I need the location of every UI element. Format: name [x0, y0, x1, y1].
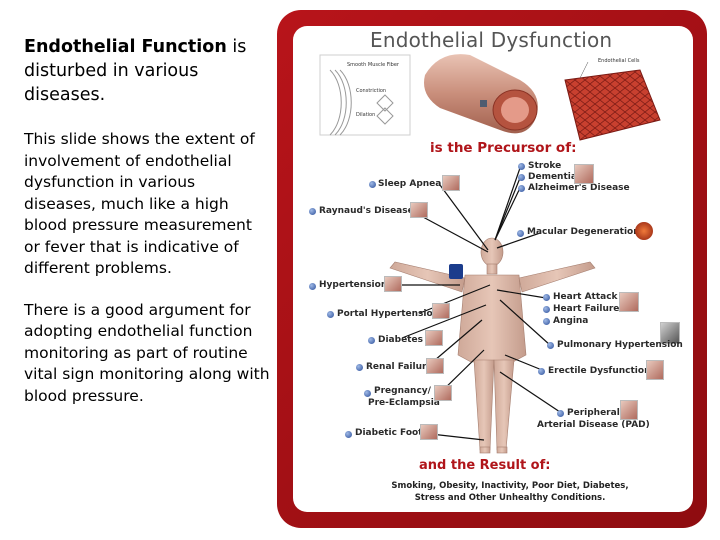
portal-hypertension-thumb [432, 303, 450, 319]
sleep-apnea-thumb [442, 175, 460, 191]
result-line-2: Stress and Other Unhealthy Conditions. [414, 493, 606, 503]
renal-failure-dot [356, 364, 363, 371]
label-pregnancy: Pregnancy/ [374, 386, 431, 396]
heart-attack-dot [543, 294, 550, 301]
label-heart-failure: Heart Failure [553, 304, 620, 314]
label-heart-attack: Heart Attack [553, 292, 618, 302]
slide-text: Endothelial Function is disturbed in var… [24, 35, 270, 427]
smooth-muscle-label: Smooth Muscle Fiber [347, 62, 399, 68]
blood-pressure-cuff [449, 264, 463, 279]
dementia-dot [518, 174, 525, 181]
label-renal-failure: Renal Failure [366, 362, 433, 372]
label-erectile: Erectile Dysfunction [548, 366, 651, 376]
precursor-heading: is the Precursor of: [430, 140, 577, 156]
endothelial-cells-label: Endothelial Cells [598, 58, 640, 64]
intro-bold: Endothelial Function [24, 37, 227, 57]
heart-failure-dot [543, 306, 550, 313]
intro-rest: is disturbed in various diseases. [24, 37, 247, 105]
pregnancy-dot [364, 390, 371, 397]
diabetes-thumb [425, 330, 443, 346]
diabetic-foot-dot [345, 431, 352, 438]
muscle-fiber-inset [319, 54, 411, 136]
raynauds-thumb [410, 202, 428, 218]
erectile-thumb [646, 360, 664, 380]
extent-paragraph: This slide shows the extent of involveme… [24, 130, 255, 277]
result-text: Smoking, Obesity, Inactivity, Poor Diet,… [360, 480, 660, 504]
label-angina: Angina [553, 316, 589, 326]
label-pulmonary: Pulmonary Hypertension [557, 340, 683, 350]
label-macular: Macular Degeneration [527, 227, 640, 237]
macular-dot [517, 230, 524, 237]
label-dementia: Dementia [528, 172, 577, 182]
sleep-apnea-dot [369, 181, 376, 188]
hypertension-dot [309, 283, 316, 290]
label-sleep-apnea: Sleep Apnea [378, 179, 442, 189]
pulmonary-dot [547, 342, 554, 349]
label-diabetes: Diabetes [378, 335, 423, 345]
pregnancy-thumb [434, 385, 452, 401]
diabetic-foot-thumb [420, 424, 438, 440]
erectile-dot [538, 368, 545, 375]
hypertension-thumb [384, 276, 402, 292]
label-pre-eclampsia: Pre-Eclampsia [368, 398, 440, 408]
poster-title: Endothelial Dysfunction [370, 28, 613, 52]
intro-paragraph: Endothelial Function is disturbed in var… [24, 35, 270, 107]
eye-thumb [635, 222, 653, 240]
label-raynauds: Raynaud's Disease [319, 206, 414, 216]
angina-dot [543, 318, 550, 325]
leg-thumb [620, 400, 638, 420]
label-pad: Arterial Disease (PAD) [537, 420, 650, 430]
endothelial-cells-patch [564, 61, 661, 141]
connector-lines [385, 167, 561, 441]
result-heading: and the Result of: [419, 458, 551, 473]
heart-thumb [619, 292, 639, 312]
raynauds-dot [309, 208, 316, 215]
pad-dot [557, 410, 564, 417]
dilation-label: Dilation [356, 112, 376, 118]
alzheimers-dot [518, 185, 525, 192]
label-peripheral: Peripheral [567, 408, 620, 418]
renal-failure-thumb [426, 358, 444, 374]
stroke-dot [518, 163, 525, 170]
label-alzheimers: Alzheimer's Disease [528, 183, 630, 193]
diabetes-dot [368, 337, 375, 344]
blood-vessel-illustration [424, 54, 538, 134]
portal-hypertension-dot [327, 311, 334, 318]
label-portal-hypertension: Portal Hypertension [337, 309, 440, 319]
label-hypertension: Hypertension [319, 280, 388, 290]
label-stroke: Stroke [528, 161, 562, 171]
constriction-label: Constriction [356, 88, 387, 94]
xray-thumb [660, 322, 680, 344]
label-diabetic-foot: Diabetic Foot [355, 428, 423, 438]
result-line-1: Smoking, Obesity, Inactivity, Poor Diet,… [391, 481, 629, 491]
argument-paragraph: There is a good argument for adopting en… [24, 300, 270, 405]
brain-thumb [574, 164, 594, 184]
